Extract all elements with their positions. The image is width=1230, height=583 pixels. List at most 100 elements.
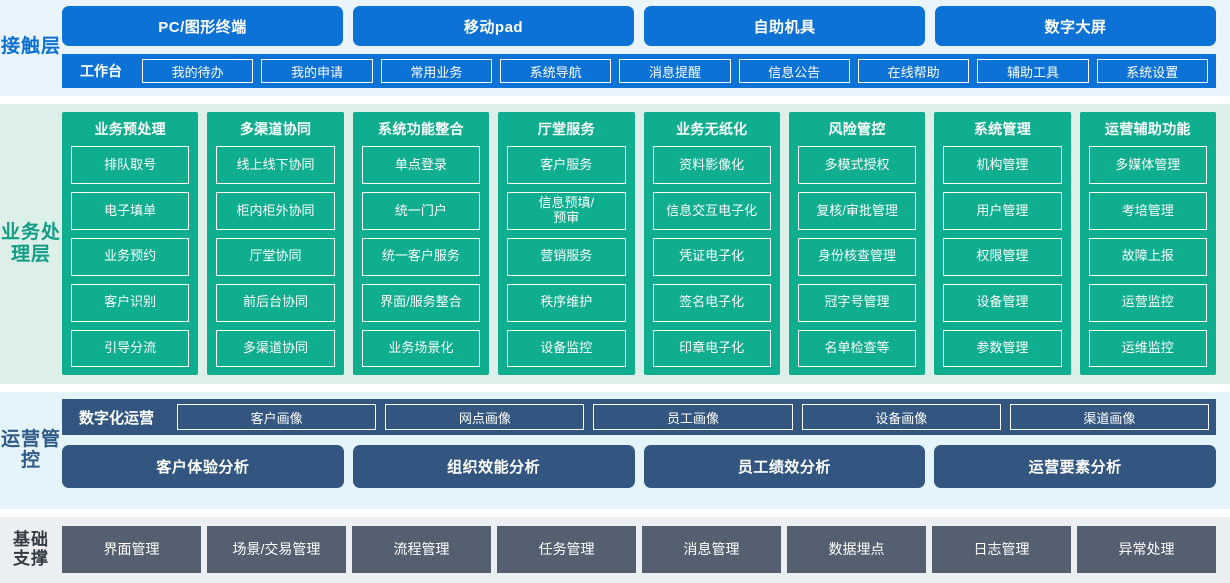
business-item[interactable]: 多模式授权	[797, 146, 917, 184]
workbench-row: 工作台 我的待办 我的申请 常用业务 系统导航 消息提醒 信息公告 在线帮助 辅…	[62, 54, 1216, 88]
column-items: 单点登录 统一门户 统一客户服务 界面/服务整合 业务场景化	[361, 146, 481, 368]
layer-contact-body: PC/图形终端 移动pad 自助机具 数字大屏 工作台 我的待办 我的申请 常用…	[62, 6, 1230, 88]
portrait-chip-channel[interactable]: 渠道画像	[1009, 404, 1210, 431]
business-item[interactable]: 运维监控	[1088, 329, 1207, 368]
digital-operations-row: 数字化运营 客户画像 网点画像 员工画像 设备画像 渠道画像	[62, 399, 1216, 436]
foundation-item-ui-management[interactable]: 界面管理	[62, 525, 201, 573]
business-item[interactable]: 故障上报	[1088, 237, 1207, 276]
column-title: 系统功能整合	[378, 121, 464, 137]
band-gap-1	[0, 96, 1230, 104]
layer-operations-body: 数字化运营 客户画像 网点画像 员工画像 设备画像 渠道画像 客户体验分析 组织…	[62, 399, 1230, 500]
layer-business: 业务处理层 业务预处理 排队取号 电子填单 业务预约 客户识别 引导分流 多渠道…	[0, 104, 1230, 385]
column-items: 多媒体管理 考培管理 故障上报 运营监控 运维监控	[1088, 146, 1207, 368]
business-column-system-management: 系统管理 机构管理 用户管理 权限管理 设备管理 参数管理	[934, 112, 1071, 376]
business-column-paperless: 业务无纸化 资料影像化 信息交互电子化 凭证电子化 签名电子化 印章电子化	[643, 112, 780, 376]
business-item[interactable]: 冠字号管理	[797, 283, 917, 322]
layer-label-operations: 运营管控	[0, 428, 61, 472]
analysis-chip-organizational-efficiency[interactable]: 组织效能分析	[352, 445, 635, 489]
business-item[interactable]: 信息交互电子化	[652, 191, 771, 230]
business-item[interactable]: 权限管理	[943, 237, 1062, 276]
analysis-chip-operation-factors[interactable]: 运营要素分析	[934, 445, 1216, 489]
business-item[interactable]: 运营监控	[1088, 283, 1207, 322]
business-item[interactable]: 身份核查管理	[797, 237, 917, 276]
business-item[interactable]: 统一门户	[361, 191, 481, 230]
workbench-item-auxiliary-tools[interactable]: 辅助工具	[977, 59, 1089, 83]
workbench-item-system-settings[interactable]: 系统设置	[1096, 59, 1208, 83]
business-item[interactable]: 单点登录	[361, 146, 481, 184]
foundation-item-process-management[interactable]: 流程管理	[352, 525, 491, 573]
workbench-item-online-help[interactable]: 在线帮助	[857, 59, 970, 83]
layer-foundation: 基础 支撑 界面管理 场景/交易管理 流程管理 任务管理 消息管理 数据埋点 日…	[0, 516, 1230, 583]
business-item[interactable]: 机构管理	[943, 146, 1062, 184]
workbench-item-my-application[interactable]: 我的申请	[261, 59, 373, 83]
layer-label-foundation: 基础 支撑	[13, 530, 49, 569]
foundation-item-task-management[interactable]: 任务管理	[497, 525, 636, 573]
business-item[interactable]: 统一客户服务	[361, 237, 481, 276]
band-gap-3	[0, 508, 1230, 517]
foundation-item-exception-handling[interactable]: 异常处理	[1077, 525, 1216, 573]
column-title: 风险管控	[828, 121, 886, 137]
business-column-lobby-service: 厅堂服务 客户服务 信息预填/ 预审 营销服务 秩序维护 设备监控	[498, 112, 635, 376]
channel-chip-mobile-pad[interactable]: 移动pad	[353, 6, 634, 46]
portrait-chip-customer[interactable]: 客户画像	[177, 404, 377, 431]
business-item[interactable]: 柜内柜外协同	[216, 191, 335, 230]
column-title: 多渠道协同	[239, 121, 312, 137]
column-title: 系统管理	[973, 121, 1032, 137]
channel-chip-digital-screen[interactable]: 数字大屏	[935, 6, 1216, 46]
business-item[interactable]: 名单检查等	[797, 329, 917, 368]
workbench-item-common-business[interactable]: 常用业务	[380, 59, 492, 83]
column-items: 机构管理 用户管理 权限管理 设备管理 参数管理	[943, 146, 1062, 368]
workbench-item-my-todo[interactable]: 我的待办	[142, 59, 254, 83]
business-item[interactable]: 秩序维护	[507, 283, 626, 322]
business-item[interactable]: 设备监控	[507, 329, 626, 368]
business-item[interactable]: 多渠道协同	[216, 329, 335, 368]
business-item[interactable]: 业务预约	[71, 237, 190, 276]
column-items: 客户服务 信息预填/ 预审 营销服务 秩序维护 设备监控	[507, 146, 626, 368]
column-title: 厅堂服务	[537, 121, 595, 137]
business-item[interactable]: 客户服务	[507, 146, 626, 184]
business-item[interactable]: 线上线下协同	[216, 146, 335, 184]
channel-row: PC/图形终端 移动pad 自助机具 数字大屏	[62, 6, 1230, 46]
business-item[interactable]: 厅堂协同	[216, 237, 335, 276]
channel-chip-pc[interactable]: PC/图形终端	[62, 6, 343, 46]
workbench-item-message-alert[interactable]: 消息提醒	[619, 59, 731, 83]
business-item[interactable]: 营销服务	[507, 237, 626, 276]
business-item[interactable]: 引导分流	[71, 329, 190, 368]
business-column-risk-control: 风险管控 多模式授权 复核/审批管理 身份核查管理 冠字号管理 名单检查等	[788, 112, 926, 376]
layer-business-body: 业务预处理 排队取号 电子填单 业务预约 客户识别 引导分流 多渠道协同 线上线…	[62, 112, 1230, 376]
foundation-item-message-management[interactable]: 消息管理	[642, 525, 781, 573]
layer-contact: 接触层 PC/图形终端 移动pad 自助机具 数字大屏 工作台 我的待办 我的申…	[0, 0, 1230, 96]
business-item[interactable]: 排队取号	[71, 146, 190, 184]
business-item[interactable]: 签名电子化	[652, 283, 771, 322]
column-items: 资料影像化 信息交互电子化 凭证电子化 签名电子化 印章电子化	[652, 146, 771, 368]
portrait-chip-employee[interactable]: 员工画像	[593, 404, 793, 431]
portrait-chip-branch[interactable]: 网点画像	[385, 404, 585, 431]
layer-label-contact: 接触层	[0, 36, 61, 58]
business-item[interactable]: 信息预填/ 预审	[507, 191, 626, 230]
business-item[interactable]: 前后台协同	[216, 283, 335, 322]
workbench-item-info-bulletin[interactable]: 信息公告	[738, 59, 850, 83]
workbench-item-system-navigation[interactable]: 系统导航	[499, 59, 612, 83]
business-item[interactable]: 设备管理	[943, 283, 1062, 322]
business-item[interactable]: 考培管理	[1088, 191, 1207, 230]
business-item[interactable]: 客户识别	[71, 283, 190, 322]
business-item[interactable]: 多媒体管理	[1088, 146, 1207, 184]
business-item[interactable]: 电子填单	[71, 191, 190, 230]
business-item[interactable]: 界面/服务整合	[361, 283, 481, 322]
analysis-chip-employee-performance[interactable]: 员工绩效分析	[643, 445, 926, 489]
business-item[interactable]: 凭证电子化	[652, 237, 771, 276]
business-item[interactable]: 参数管理	[943, 329, 1062, 368]
foundation-row: 界面管理 场景/交易管理 流程管理 任务管理 消息管理 数据埋点 日志管理 异常…	[62, 525, 1230, 573]
business-item[interactable]: 业务场景化	[361, 329, 481, 368]
portrait-chip-device[interactable]: 设备画像	[801, 404, 1001, 431]
channel-chip-self-service[interactable]: 自助机具	[644, 6, 925, 46]
foundation-item-data-tracking[interactable]: 数据埋点	[787, 525, 926, 573]
foundation-item-log-management[interactable]: 日志管理	[932, 525, 1071, 573]
analysis-chip-customer-experience[interactable]: 客户体验分析	[62, 445, 344, 489]
business-item[interactable]: 印章电子化	[652, 329, 771, 368]
business-item[interactable]: 复核/审批管理	[797, 191, 917, 230]
business-item[interactable]: 用户管理	[943, 191, 1062, 230]
foundation-item-scenario-transaction-management[interactable]: 场景/交易管理	[207, 525, 346, 573]
business-item[interactable]: 资料影像化	[652, 146, 771, 184]
